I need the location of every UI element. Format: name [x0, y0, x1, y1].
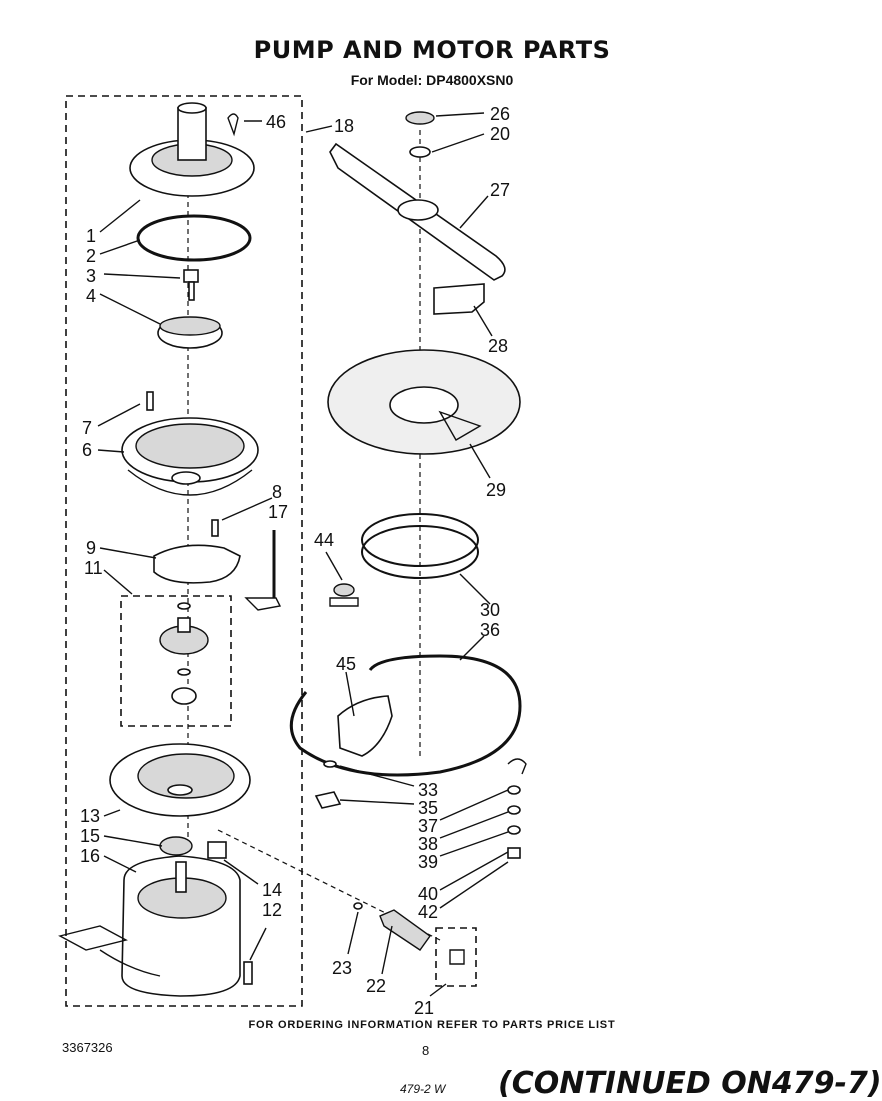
- callout-16: 16: [80, 846, 100, 866]
- callout-1: 1: [86, 226, 96, 246]
- part-8-screw: [211, 519, 219, 537]
- part-35-clip: [314, 791, 342, 809]
- callout-29: 29: [486, 480, 506, 500]
- part-44-thermostat: [329, 583, 359, 607]
- callout-38: 38: [418, 834, 438, 854]
- callout-20: 20: [490, 124, 510, 144]
- part-3-impeller-screw: [183, 269, 199, 301]
- callout-35: 35: [418, 798, 438, 818]
- part-20-washer: [409, 146, 431, 158]
- assembly-21-boundary: [435, 927, 477, 987]
- continued-note: (CONTINUED ON479-7): [498, 1066, 882, 1101]
- part-1-pump-cover: [129, 102, 255, 197]
- ordering-info-note: FOR ORDERING INFORMATION REFER TO PARTS …: [248, 1019, 616, 1031]
- callout-13: 13: [80, 806, 100, 826]
- callout-3: 3: [86, 266, 96, 286]
- callout-33: 33: [418, 780, 438, 800]
- callout-36: 36: [480, 620, 500, 640]
- callout-labels: 46 18 1 2 3 4 7 6 8 17 9 11 13 15 16 14 …: [80, 104, 510, 1018]
- page-number: 8: [422, 1043, 430, 1058]
- part-21-bracket: [449, 949, 465, 965]
- part-33-washer: [323, 760, 337, 768]
- callout-46: 46: [266, 112, 286, 132]
- page-title: PUMP AND MOTOR PARTS: [253, 36, 611, 64]
- assembly-18-boundary: [65, 95, 303, 1007]
- part-30-ring-seal: [361, 513, 479, 579]
- callout-22: 22: [366, 976, 386, 996]
- assembly-11-boundary: [120, 595, 232, 727]
- callout-39: 39: [418, 852, 438, 872]
- callout-21: 21: [414, 998, 434, 1018]
- handwritten-note: 479-2 W: [400, 1082, 446, 1096]
- callout-18: 18: [334, 116, 354, 136]
- part-9-plate: [153, 544, 241, 584]
- callout-40: 40: [418, 884, 438, 904]
- callout-44: 44: [314, 530, 334, 550]
- callout-17: 17: [268, 502, 288, 522]
- callout-45: 45: [336, 654, 356, 674]
- callout-9: 9: [86, 538, 96, 558]
- part-2-o-ring: [136, 214, 252, 262]
- callout-37: 37: [418, 816, 438, 836]
- part-45-bracket: [337, 695, 393, 757]
- part-29-filter-screen: [327, 349, 521, 455]
- part-23-washer: [353, 902, 363, 910]
- callout-12: 12: [262, 900, 282, 920]
- callout-7: 7: [82, 418, 92, 438]
- part-16-motor: [58, 855, 241, 997]
- part-36-heater: [289, 654, 522, 777]
- document-number: 3367326: [62, 1040, 113, 1055]
- part-6-pump-housing: [121, 417, 259, 496]
- callout-42: 42: [418, 902, 438, 922]
- part-15-seal: [159, 836, 193, 856]
- callout-11: 11: [84, 558, 103, 578]
- callout-15: 15: [80, 826, 100, 846]
- callout-14: 14: [262, 880, 282, 900]
- part-11-chopper-assembly: [159, 602, 209, 705]
- part-26-cap: [405, 111, 435, 125]
- part-7-screw: [146, 391, 154, 411]
- callout-2: 2: [86, 246, 96, 266]
- fastener-stack: [507, 758, 527, 859]
- exploded-parts-diagram: 46 18 1 2 3 4 7 6 8 17 9 11 13 15 16 14 …: [58, 95, 527, 1018]
- part-17-rod: [244, 530, 282, 611]
- part-13-motor-mount: [109, 743, 251, 817]
- callout-30: 30: [480, 600, 500, 620]
- callout-6: 6: [82, 440, 92, 460]
- callout-26: 26: [490, 104, 510, 124]
- callout-23: 23: [332, 958, 352, 978]
- callout-8: 8: [272, 482, 282, 502]
- part-14-bracket: [207, 841, 227, 859]
- callout-27: 27: [490, 180, 510, 200]
- callout-4: 4: [86, 286, 96, 306]
- part-22-valve: [379, 909, 431, 951]
- part-12-screw: [243, 961, 253, 985]
- part-46-clip: [227, 113, 239, 137]
- callout-28: 28: [488, 336, 508, 356]
- part-4-impeller: [157, 316, 223, 349]
- model-subtitle: For Model: DP4800XSN0: [350, 72, 514, 88]
- leader-lines: [97, 112, 509, 997]
- part-28-clip: [433, 283, 485, 315]
